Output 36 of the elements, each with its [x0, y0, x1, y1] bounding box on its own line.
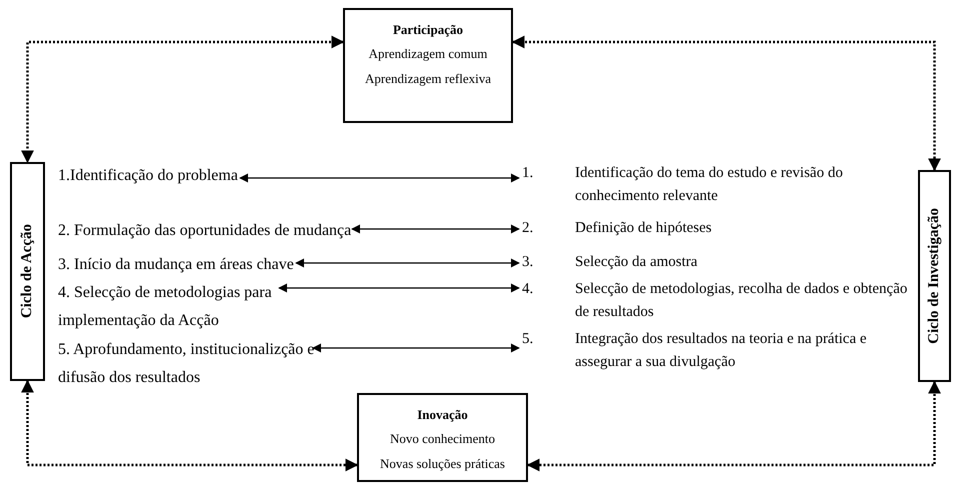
cycle-box — [918, 170, 951, 382]
dotted-arrow — [21, 36, 344, 164]
step-text: Selecção da amostra — [575, 253, 698, 272]
step-text: Identificação do tema do estudo e revisão do conhecimento relevante — [575, 164, 844, 206]
step-text: 2. Formulação das oportunidades de mudança — [58, 222, 352, 239]
cycle-label: Ciclo de Acção — [18, 224, 36, 319]
concept-box — [357, 393, 528, 482]
step-number: 2. — [521, 219, 534, 238]
double-arrow — [295, 258, 520, 268]
box-heading: Participação — [392, 22, 464, 38]
cycle-box — [10, 162, 45, 381]
step-number: 3. — [521, 253, 534, 272]
step-text: 4. Selecção de metodologias para implementação da Acção — [58, 284, 272, 329]
concept-box — [343, 8, 513, 123]
step-number: 5. — [521, 330, 534, 349]
step-text: Integração dos resultados na teoria e na prática e assegurar a sua divulgação — [575, 330, 868, 372]
dotted-arrow — [512, 36, 941, 172]
step-text: Selecção de metodologias, recolha de dados e obtenção de resultados — [575, 280, 908, 322]
box-item: Aprendizagem comum — [368, 46, 488, 62]
step-number: 4. — [521, 280, 534, 299]
step-text: Definição de hipóteses — [575, 219, 713, 238]
double-arrow — [312, 344, 520, 352]
double-arrow — [351, 224, 520, 234]
box-item: Novas soluções práticas — [380, 456, 505, 472]
double-arrow — [278, 284, 520, 292]
step-text: 3. Início da mudança em áreas chave — [58, 256, 294, 273]
double-arrow — [239, 174, 520, 182]
cycle-label: Ciclo de Investigação — [925, 208, 944, 344]
step-text: 1.Identificação do problema — [58, 167, 238, 184]
box-item: Novo conhecimento — [390, 431, 496, 448]
dotted-arrow — [526, 380, 941, 472]
step-text: 5. Aprofundamento, institucionalizção e difusão dos resultados — [58, 341, 314, 386]
box-heading: Inovação — [417, 407, 468, 424]
box-item: Aprendizagem reflexiva — [365, 70, 491, 87]
dotted-arrow — [21, 380, 358, 472]
step-number: 1. — [521, 164, 534, 183]
